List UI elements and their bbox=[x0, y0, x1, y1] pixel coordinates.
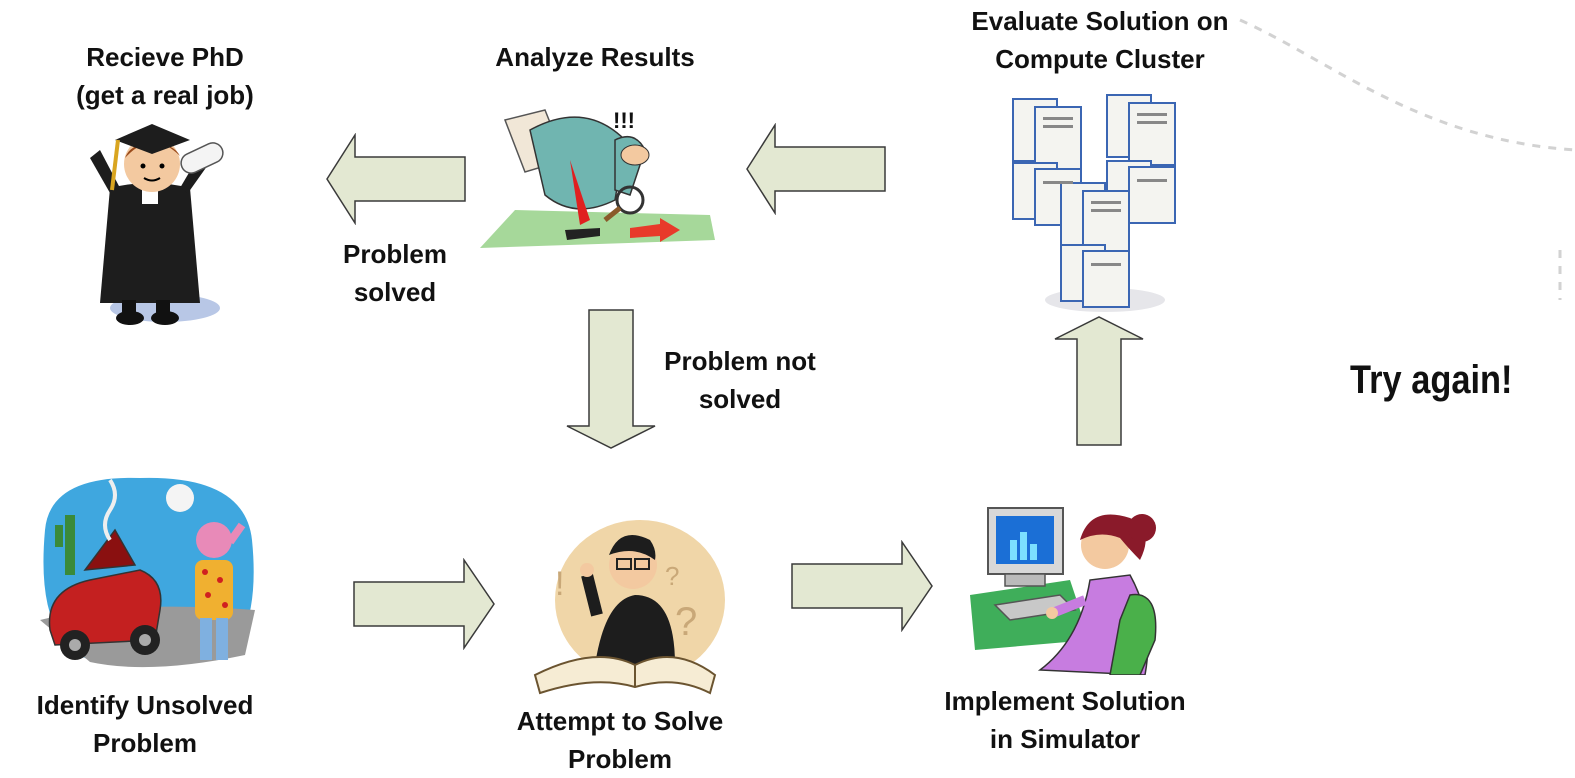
left-arrow-evaluate bbox=[746, 123, 886, 215]
analyze-line1: Analyze Results bbox=[495, 42, 695, 72]
magnifier-inspector-icon: !!! bbox=[480, 108, 715, 248]
svg-text:!!!: !!! bbox=[613, 108, 635, 133]
thinking-reader-icon: ! ? ? bbox=[533, 520, 725, 695]
receive-phd-line2: (get a real job) bbox=[76, 80, 254, 110]
implement-line2: in Simulator bbox=[989, 724, 1141, 754]
problem-not-solved-line2: solved bbox=[698, 384, 782, 414]
problem-solved-label: Problem solved bbox=[300, 235, 490, 311]
down-arrow-not-solved bbox=[566, 309, 656, 449]
attempt-line2: Problem bbox=[567, 744, 673, 774]
server-cluster-icon bbox=[1012, 94, 1176, 312]
attempt-line1: Attempt to Solve bbox=[516, 706, 724, 736]
implement-line1: Implement Solution bbox=[944, 686, 1186, 716]
computer-user-icon bbox=[970, 507, 1157, 675]
evaluate-solution-label: Evaluate Solution on Compute Cluster bbox=[930, 2, 1270, 78]
evaluate-line2: Compute Cluster bbox=[995, 44, 1205, 74]
up-arrow-implement bbox=[1054, 316, 1144, 446]
try-again-text: Try again! bbox=[1350, 358, 1513, 402]
receive-phd-label: Recieve PhD (get a real job) bbox=[20, 38, 310, 114]
svg-text:?: ? bbox=[665, 561, 679, 591]
attempt-solve-label: Attempt to Solve Problem bbox=[470, 702, 770, 778]
identify-problem-label: Identify Unsolved Problem bbox=[0, 686, 290, 762]
analyze-results-label: Analyze Results bbox=[440, 38, 750, 76]
svg-text:?: ? bbox=[675, 600, 697, 644]
problem-solved-line1: Problem bbox=[342, 239, 448, 269]
identify-line1: Identify Unsolved bbox=[36, 690, 254, 720]
implement-solution-label: Implement Solution in Simulator bbox=[910, 682, 1220, 758]
receive-phd-line1: Recieve PhD bbox=[86, 42, 244, 72]
broken-car-icon bbox=[40, 477, 255, 668]
left-arrow-solved bbox=[326, 133, 466, 225]
identify-line2: Problem bbox=[92, 728, 198, 758]
problem-solved-line2: solved bbox=[353, 277, 437, 307]
evaluate-line1: Evaluate Solution on bbox=[971, 6, 1229, 36]
problem-not-solved-label: Problem not solved bbox=[630, 342, 850, 418]
problem-not-solved-line1: Problem not bbox=[664, 346, 816, 376]
svg-text:!: ! bbox=[555, 565, 564, 603]
graduate-icon bbox=[90, 124, 224, 325]
right-arrow-identify bbox=[353, 558, 495, 650]
right-arrow-attempt bbox=[791, 540, 933, 632]
